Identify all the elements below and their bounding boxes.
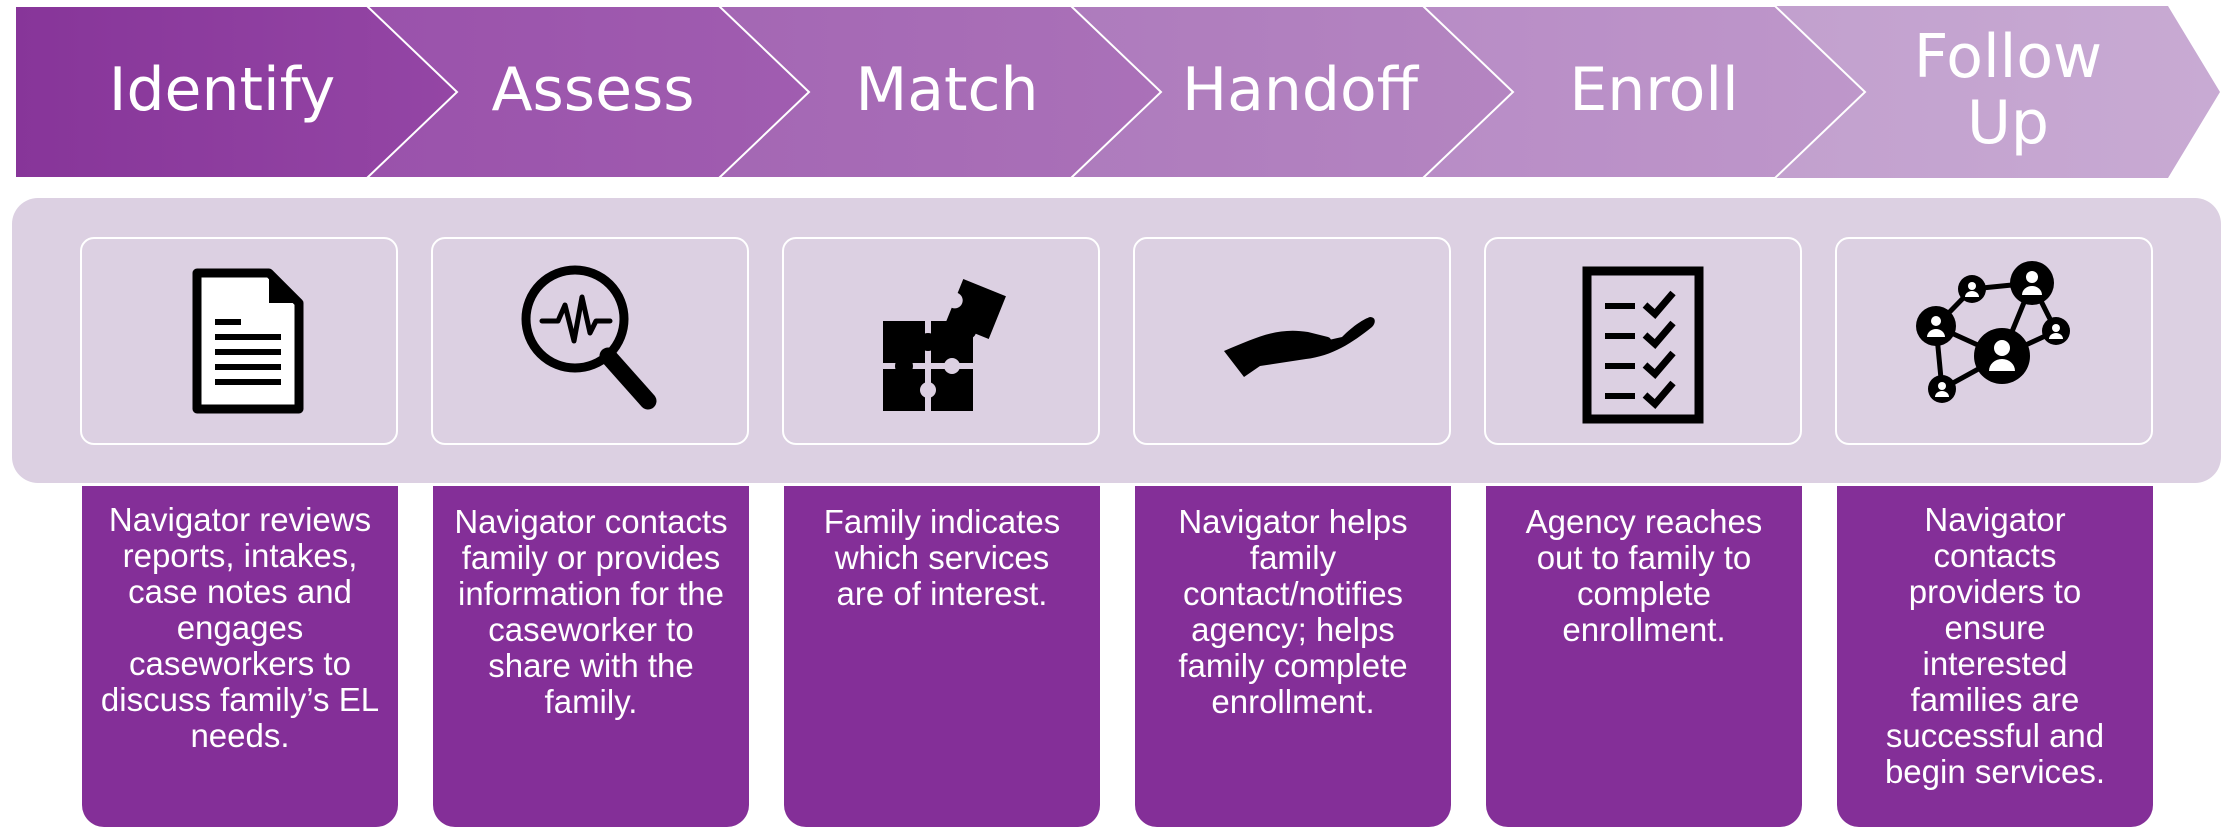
icon-panel <box>12 198 2221 483</box>
description-box-enroll: Agency reaches out to family to complete… <box>1486 486 1802 827</box>
icon-box-follow-up <box>1835 237 2153 445</box>
description-identify: Navigator reviews reports, intakes, case… <box>100 501 380 754</box>
description-follow-up: Navigator contacts providers to ensure i… <box>1884 501 2106 790</box>
step-title-identify: Identify <box>108 55 336 125</box>
description-box-follow-up: Navigator contacts providers to ensure i… <box>1837 486 2153 827</box>
people-network-icon <box>1916 261 2070 403</box>
chevron-step-1 <box>14 5 459 179</box>
magnifier-waveform-icon <box>521 265 657 410</box>
description-assess: Navigator contacts family or provides in… <box>454 503 728 720</box>
chevron-step-6 <box>1775 6 2220 178</box>
description-enroll: Agency reaches out to family to complete… <box>1525 503 1763 648</box>
description-match: Family indicates which services are of i… <box>823 503 1061 612</box>
description-box-handoff: Navigator helps family contact/notifies … <box>1135 486 1451 827</box>
icon-box-enroll <box>1484 237 1802 445</box>
step-title-handoff: Handoff <box>1181 55 1419 125</box>
icon-box-identify <box>80 237 398 445</box>
icon-box-handoff <box>1133 237 1451 445</box>
description-box-match: Family indicates which services are of i… <box>784 486 1100 827</box>
icon-box-assess <box>431 237 749 445</box>
process-chevron-bar <box>14 5 2220 179</box>
step-title-match: Match <box>855 55 1039 125</box>
open-hand-icon <box>1224 317 1375 377</box>
document-icon <box>192 268 304 414</box>
checklist-icon <box>1582 266 1704 424</box>
step-title-enroll: Enroll <box>1569 55 1739 125</box>
step-title-follow-up: Follow Up <box>1913 22 2103 158</box>
description-box-assess: Navigator contacts family or provides in… <box>433 486 749 827</box>
step-title-assess: Assess <box>491 55 695 125</box>
description-box-identify: Navigator reviews reports, intakes, case… <box>82 486 398 827</box>
icon-box-match <box>782 237 1100 445</box>
puzzle-pieces-icon <box>883 279 1006 411</box>
description-handoff: Navigator helps family contact/notifies … <box>1178 503 1408 720</box>
